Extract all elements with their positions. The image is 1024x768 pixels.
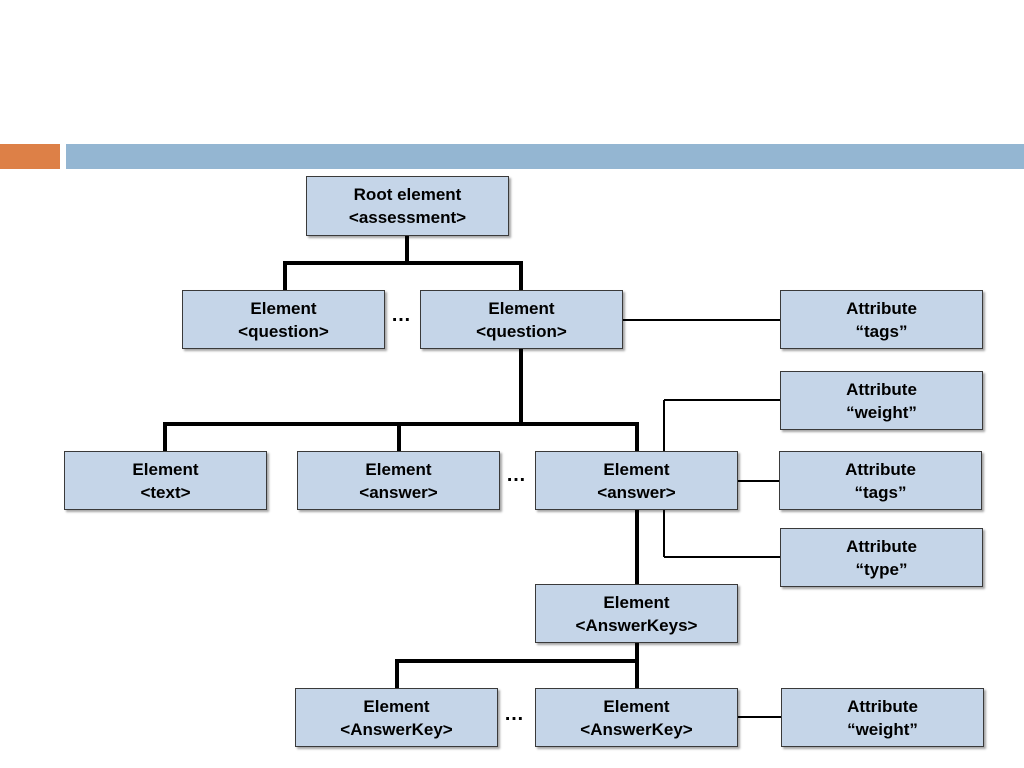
node-tag-label: “weight” (846, 402, 917, 422)
node-attribute-question-tags: Attribute “tags” (780, 290, 983, 349)
node-tag-label: <answer> (359, 482, 438, 502)
node-type-label: Element (603, 696, 670, 716)
node-answerkey-2: Element <AnswerKey> (535, 688, 738, 747)
ellipsis-questions: … (391, 304, 411, 326)
node-attribute-answerkey-weight: Attribute “weight” (781, 688, 984, 747)
node-tag-label: <assessment> (348, 208, 467, 227)
node-type-label: Element (603, 592, 670, 612)
node-type-label: Element (603, 459, 670, 479)
node-answerkey-1: Element <AnswerKey> (295, 688, 498, 747)
node-tag-label: <AnswerKey> (340, 719, 453, 739)
node-type-label: Element (363, 696, 430, 716)
node-tag-label: “tags” (855, 321, 908, 341)
node-attribute-answer-weight: Attribute “weight” (780, 371, 983, 430)
node-question-1: Element <question> (182, 290, 385, 349)
node-tag-label: <text> (140, 482, 191, 502)
node-tag-label: <answer> (597, 482, 676, 502)
node-type-label: Element (250, 298, 317, 318)
node-tag-label: <question> (238, 321, 329, 341)
node-type-label: Attribute (846, 379, 917, 399)
node-tag-label: “tags” (854, 482, 907, 502)
node-text: Element <text> (64, 451, 267, 510)
node-type-label: Element (488, 298, 555, 318)
node-root-assessment: Root element <assessment> (306, 176, 509, 236)
accent-bar-blue (66, 144, 1024, 169)
node-tag-label: <AnswerKeys> (575, 615, 698, 635)
node-type-label: Element (132, 459, 199, 479)
node-type-label: Element (365, 459, 432, 479)
ellipsis-answerkeys: … (504, 703, 524, 725)
node-tag-label: <AnswerKey> (580, 719, 693, 739)
node-attribute-answer-type: Attribute “type” (780, 528, 983, 587)
node-tag-label: “weight” (847, 719, 918, 739)
ellipsis-answers: … (506, 464, 526, 486)
node-tag-label: <question> (476, 321, 567, 341)
node-attribute-answer-tags: Attribute “tags” (779, 451, 982, 510)
node-type-label: Root element (353, 185, 462, 204)
node-type-label: Attribute (847, 696, 918, 716)
accent-bar-orange (0, 144, 60, 169)
node-tag-label: “type” (855, 559, 908, 579)
node-answer-2: Element <answer> (535, 451, 738, 510)
node-answer-1: Element <answer> (297, 451, 500, 510)
node-answerkeys: Element <AnswerKeys> (535, 584, 738, 643)
node-type-label: Attribute (846, 298, 917, 318)
node-question-2: Element <question> (420, 290, 623, 349)
node-type-label: Attribute (845, 459, 916, 479)
node-type-label: Attribute (846, 536, 917, 556)
